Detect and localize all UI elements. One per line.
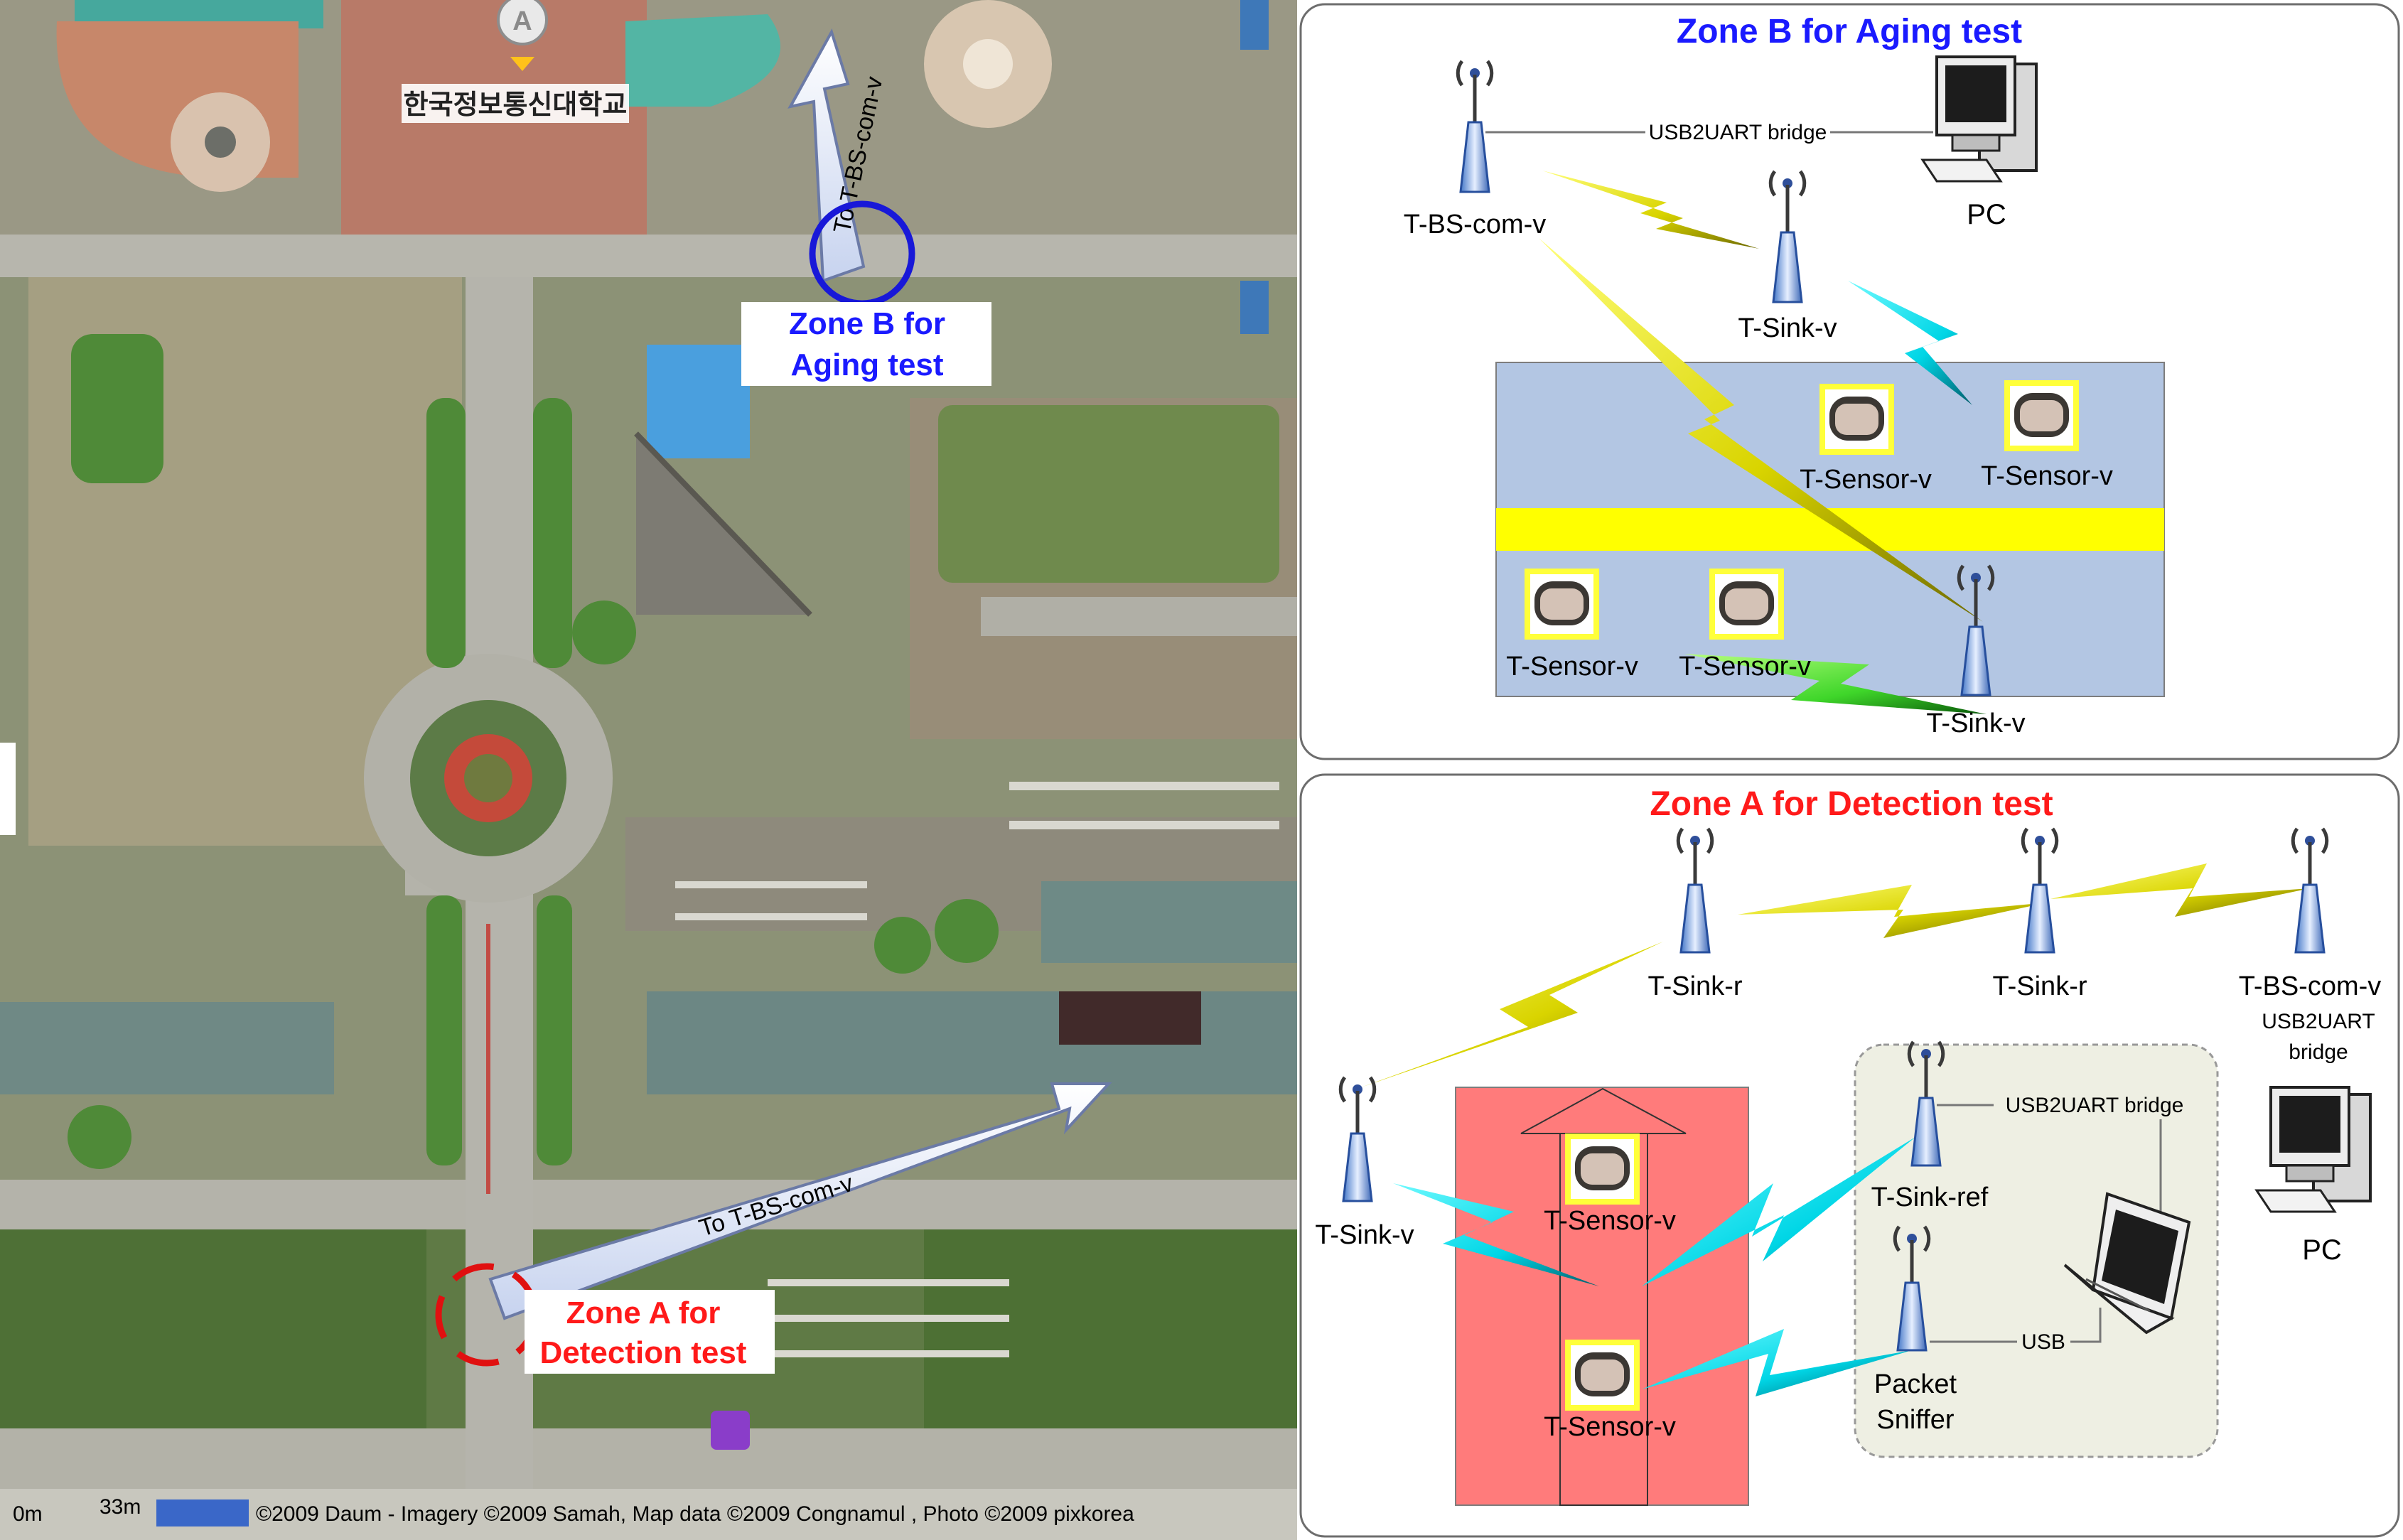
map-copyright: ©2009 Daum - Imagery ©2009 Samah, Map da… bbox=[256, 1502, 1134, 1526]
zone-a-sniffer-label-2: Sniffer bbox=[1876, 1405, 1954, 1435]
zone-a-link-sensor1-sinkref bbox=[1642, 1137, 1915, 1286]
zone-b-sensor-2-label: T-Sensor-v bbox=[1981, 461, 2113, 491]
zone-b-sink-top-antenna bbox=[1768, 170, 1807, 303]
daum-logo bbox=[156, 1499, 249, 1526]
zone-a-sensor-2 bbox=[1565, 1340, 1640, 1411]
zone-a-sensor-2-label: T-Sensor-v bbox=[1544, 1412, 1676, 1442]
zone-a-sink-v-antenna bbox=[1338, 1076, 1377, 1202]
zone-b-sensor-1 bbox=[1819, 384, 1894, 455]
zone-a-map-box bbox=[525, 1290, 775, 1374]
map-marker-letter: A bbox=[512, 6, 532, 36]
zone-a-pc-icon bbox=[2254, 1086, 2372, 1213]
zone-a-bs-antenna bbox=[2291, 827, 2329, 954]
zone-b-bridge-label: USB2UART bridge bbox=[1649, 121, 1827, 144]
zone-b-sensor-2 bbox=[2004, 380, 2079, 451]
zone-b-sensor-3 bbox=[1525, 569, 1599, 640]
zone-a-sink-ref-bridge-label: USB2UART bridge bbox=[2006, 1094, 2184, 1117]
zone-a-laptop-icon bbox=[2063, 1192, 2191, 1335]
zone-a-sink-r2-antenna bbox=[2021, 827, 2059, 954]
map-edge-tab bbox=[0, 743, 16, 835]
zone-a-sensor-1-label: T-Sensor-v bbox=[1544, 1206, 1676, 1236]
zone-a-usb-label: USB bbox=[2021, 1330, 2065, 1354]
zone-a-sniffer-label-1: Packet bbox=[1874, 1369, 1957, 1399]
zone-a-link-r2-bs bbox=[2050, 863, 2310, 917]
university-label: 한국정보통신대학교 bbox=[404, 90, 628, 120]
zone-b-bs-antenna bbox=[1456, 60, 1494, 193]
zone-a-sink-ref-antenna bbox=[1907, 1040, 1945, 1167]
university-label-bg bbox=[402, 84, 629, 123]
zone-a-panel: Zone A for Detection test T-Sink-r T-Sin… bbox=[1299, 773, 2400, 1538]
zone-b-link-bs-sink-bottom bbox=[1539, 238, 1983, 622]
zone-a-sniffer-antenna bbox=[1893, 1225, 1931, 1352]
zone-b-map-label-1: Zone B for bbox=[789, 306, 945, 341]
zone-b-sink-bottom-label: T-Sink-v bbox=[1926, 709, 2025, 738]
zone-b-pc-label: PC bbox=[1967, 199, 2006, 230]
zone-b-sensor-4-label: T-Sensor-v bbox=[1679, 652, 1811, 682]
zone-a-sink-v-label: T-Sink-v bbox=[1315, 1220, 1414, 1250]
zone-b-bs-label: T-BS-com-v bbox=[1404, 210, 1547, 239]
zone-a-map-label-1: Zone A for bbox=[566, 1296, 721, 1330]
aerial-map bbox=[0, 0, 1297, 1540]
zone-a-bridge-label-2: bridge bbox=[2289, 1040, 2348, 1064]
zone-b-pc-icon bbox=[1920, 55, 2038, 183]
zone-a-bs-label: T-BS-com-v bbox=[2239, 971, 2382, 1001]
zone-b-link-sensor-sink bbox=[1684, 654, 1987, 714]
zone-b-link-sink-sensor bbox=[1848, 281, 1972, 405]
zone-b-sensor-3-label: T-Sensor-v bbox=[1506, 652, 1638, 682]
map-marker: A bbox=[497, 0, 548, 71]
zone-b-title: Zone B for Aging test bbox=[1677, 13, 2022, 50]
zone-a-link-r1-r2 bbox=[1738, 885, 2047, 938]
zone-a-sink-ref-label: T-Sink-ref bbox=[1871, 1183, 1989, 1212]
zone-a-link-sensor2-sniffer bbox=[1642, 1329, 1912, 1396]
parking-icon bbox=[711, 1411, 750, 1450]
zone-b-sink-top-label: T-Sink-v bbox=[1738, 313, 1837, 343]
zone-b-panel: Zone B for Aging test USB2UART bridge T-… bbox=[1299, 3, 2400, 760]
zone-a-sink-r1-label: T-Sink-r bbox=[1648, 971, 1743, 1001]
zone-a-sink-r1-antenna bbox=[1676, 827, 1714, 954]
zone-b-sensor-4 bbox=[1709, 569, 1784, 640]
scale-label: 33m bbox=[100, 1495, 141, 1519]
zone-a-pc-label: PC bbox=[2302, 1234, 2342, 1266]
zone-a-link-sinkv-sinkr1 bbox=[1361, 942, 1663, 1087]
zone-b-link-bs-sink bbox=[1542, 171, 1759, 249]
scale-zero: 0m bbox=[13, 1502, 43, 1526]
zone-b-sensor-1-label: T-Sensor-v bbox=[1800, 465, 1932, 495]
zone-a-sensor-1 bbox=[1565, 1134, 1640, 1205]
zone-a-sniffer-area bbox=[1854, 1043, 2219, 1458]
zone-a-sink-r2-label: T-Sink-r bbox=[1993, 971, 2087, 1001]
zone-a-title: Zone A for Detection test bbox=[1650, 785, 2053, 823]
zone-b-map-label-2: Aging test bbox=[790, 348, 943, 382]
zone-a-bridge-label-1: USB2UART bbox=[2262, 1010, 2375, 1033]
zone-b-map-box bbox=[741, 302, 991, 386]
zone-a-map-label-2: Detection test bbox=[540, 1335, 747, 1370]
zone-b-sink-bottom-antenna bbox=[1957, 564, 1995, 696]
